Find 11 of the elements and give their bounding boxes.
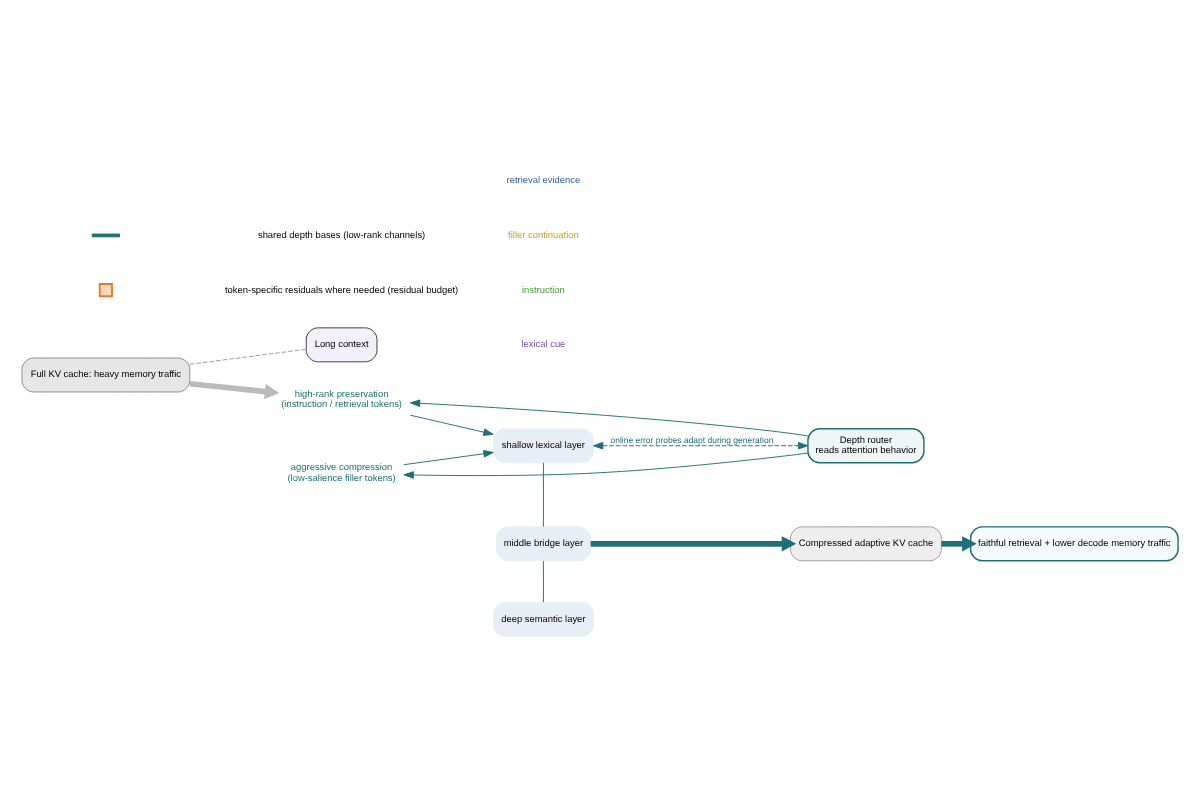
connector (542, 560, 544, 603)
connector (542, 462, 544, 528)
arrow (941, 536, 977, 552)
arrow (409, 414, 494, 436)
arrow (409, 399, 809, 437)
arrow (189, 380, 280, 400)
arrow (403, 452, 809, 479)
connector (189, 348, 307, 365)
arrow (592, 441, 809, 450)
arrow (590, 536, 797, 552)
arrow (403, 450, 494, 466)
